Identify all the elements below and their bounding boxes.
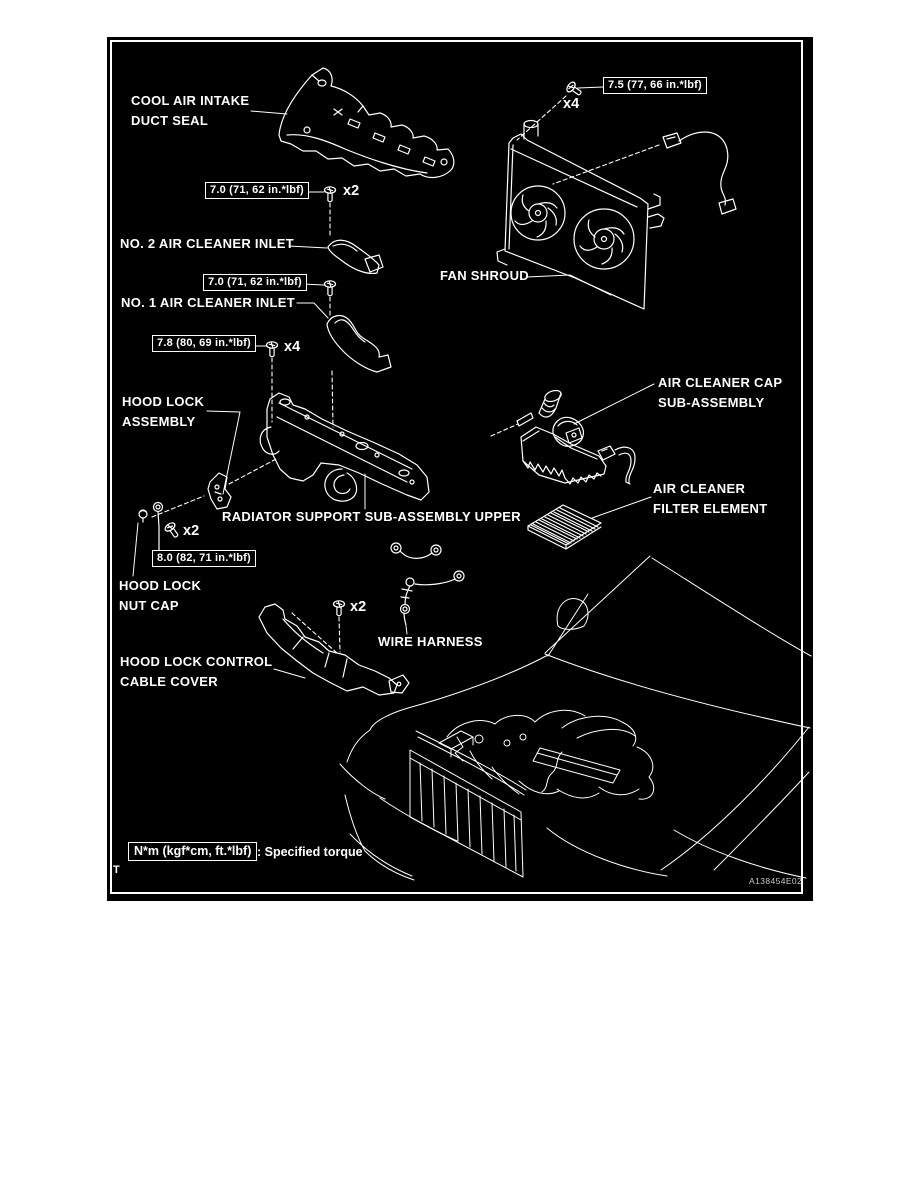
torque-box-no2-inlet: 7.0 (71, 62 in.*lbf) [205, 182, 309, 199]
cool-air-intake-duct-seal-drawing [278, 67, 455, 179]
air-cleaner-cap-drawing [516, 389, 636, 485]
torque-box-no1-inlet: 7.0 (71, 62 in.*lbf) [203, 274, 307, 291]
parts-diagram: COOL AIR INTAKE DUCT SEAL 7.5 (77, 66 in… [107, 37, 813, 901]
hood-lock-bolt-icon [163, 520, 182, 541]
fan-connector-wire-drawing [662, 131, 737, 215]
label-no1-air-cleaner-inlet: NO. 1 AIR CLEANER INLET [121, 295, 295, 310]
bolt-count-radiator-support: x4 [284, 339, 301, 355]
torque-box-hood-lock: 8.0 (82, 71 in.*lbf) [152, 550, 256, 567]
cable-cover-bolt-icon [332, 600, 346, 617]
torque-box-fan-shroud: 7.5 (77, 66 in.*lbf) [603, 77, 707, 94]
torque-box-radiator-support: 7.8 (80, 69 in.*lbf) [152, 335, 256, 352]
torque-legend-description: : Specified torque [257, 845, 363, 859]
torque-unit-legend-box: N*m (kgf*cm, ft.*lbf) [128, 842, 258, 861]
label-hood-lock-assembly: HOOD LOCK ASSEMBLY [122, 394, 205, 429]
bolt-count-fan-shroud: x4 [563, 96, 580, 112]
bolt-count-hood-lock: x2 [183, 523, 200, 539]
label-air-cleaner-filter-element: AIR CLEANER FILTER ELEMENT [653, 481, 768, 516]
label-wire-harness: WIRE HARNESS [378, 634, 483, 649]
radiator-support-drawing [259, 392, 430, 502]
cable-cover-drawing [258, 603, 410, 696]
label-no2-air-cleaner-inlet: NO. 2 AIR CLEANER INLET [120, 236, 294, 251]
corner-mark: T [113, 864, 120, 876]
bolt-count-no2-inlet: x2 [343, 183, 360, 199]
assembly-dashed-lines [151, 95, 660, 654]
label-air-cleaner-cap-sub-assembly: AIR CLEANER CAP SUB-ASSEMBLY [658, 375, 783, 410]
bolt-count-cable-cover: x2 [350, 599, 367, 615]
diagram-line-art [132, 67, 812, 881]
no2-air-cleaner-inlet-drawing [327, 239, 384, 275]
label-fan-shroud: FAN SHROUD [440, 268, 529, 283]
hood-lock-nut-cap-drawing [138, 501, 164, 551]
no1-air-cleaner-inlet-drawing [326, 314, 392, 373]
radiator-support-bolt-icon [265, 341, 279, 358]
air-cleaner-filter-drawing [527, 504, 602, 550]
fan-shroud-drawing [496, 119, 665, 310]
label-hood-lock-control-cable-cover: HOOD LOCK CONTROL CABLE COVER [120, 654, 273, 689]
no1-inlet-bolt-icon [323, 280, 337, 297]
label-hood-lock-nut-cap: HOOD LOCK NUT CAP [119, 578, 202, 613]
wire-harness-drawing [390, 542, 465, 626]
hood-lock-assembly-drawing [207, 472, 232, 510]
label-radiator-support-sub-assembly-upper: RADIATOR SUPPORT SUB-ASSEMBLY UPPER [222, 509, 521, 524]
leader-lines [132, 86, 655, 679]
figure-id: A138454E02 [749, 876, 803, 886]
no2-inlet-bolt-icon [323, 186, 337, 203]
label-cool-air-intake-duct-seal: COOL AIR INTAKE DUCT SEAL [131, 93, 250, 128]
vehicle-front-drawing [339, 555, 812, 881]
